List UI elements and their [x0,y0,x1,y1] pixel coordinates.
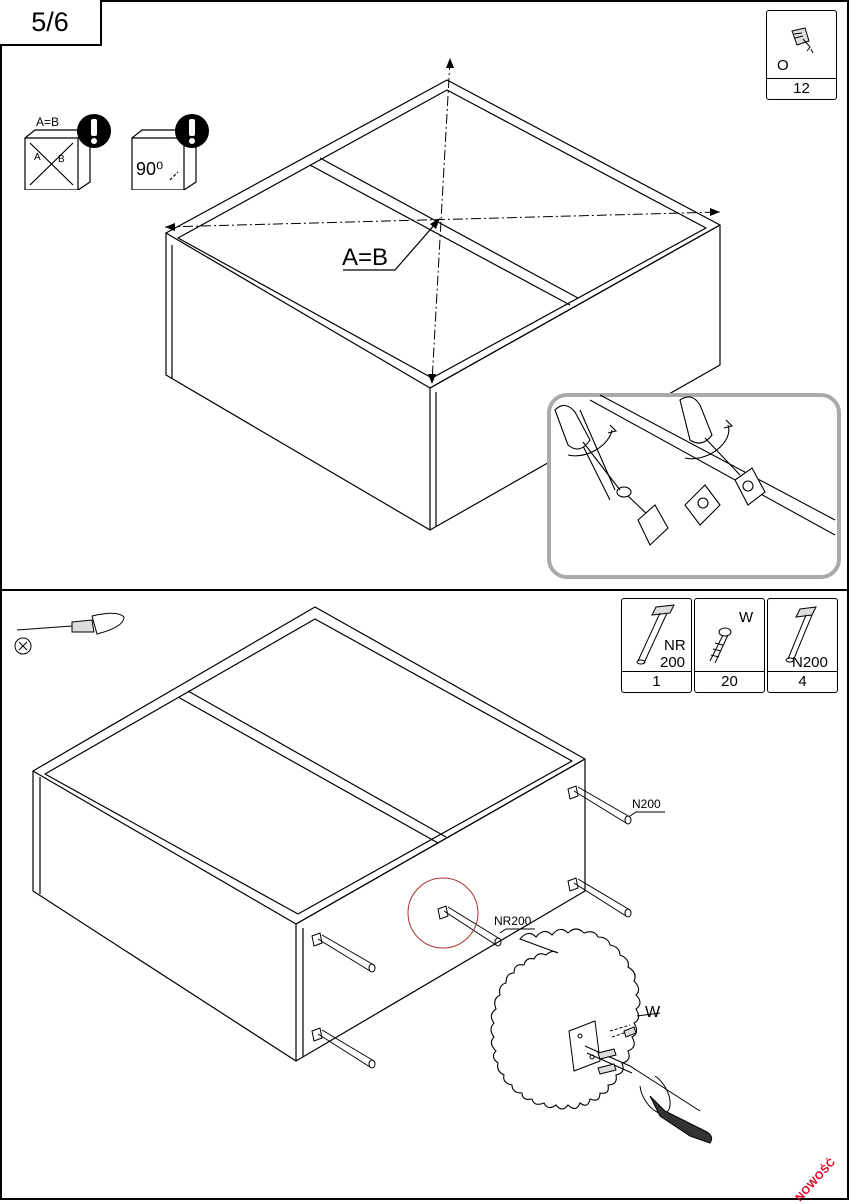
part-code: N200 [792,654,828,671]
part-count: 1 [622,671,691,692]
part-count: 20 [695,671,764,692]
corner-bracket-icon [791,27,814,54]
leg-label-nr200: NR200 [494,914,532,928]
part-code: O [777,57,789,74]
bottom-cabinet-diagram: N200 NR200 W [32,606,713,1144]
screw-icon [709,627,732,664]
warning-right-angle: 90⁰ [131,114,209,190]
diag-a: A [34,152,41,163]
leg-icon [785,606,817,663]
leg-with-plate-icon [636,604,675,665]
part-code-line1: NR [664,637,686,654]
right-angle-label: 90⁰ [136,159,163,179]
diag-b: B [58,154,65,165]
warning-diagonal-check: A=B A B [24,114,111,190]
detail-label-w: W [645,1004,661,1021]
step-indicator: 5/6 [0,0,102,46]
top-cabinet-diagram: A=B [164,58,841,579]
part-box-o: O 12 [766,10,837,100]
part-count: 4 [768,671,837,692]
callout-ab: A=B [342,244,388,271]
step-label: 5/6 [31,6,69,37]
warning-label: A=B [36,115,59,129]
part-box-w: W 20 [694,598,765,693]
part-box-nr200: NR 200 1 [621,598,692,693]
part-box-n200: N200 4 [767,598,838,693]
leg-label-n200: N200 [632,797,661,811]
part-code-line2: 200 [660,654,686,671]
zoom-bubble [490,928,641,1110]
part-code: W [739,609,754,626]
part-count: 12 [767,78,836,99]
phillips-screwdriver-icon [14,612,125,655]
section-divider [0,589,849,591]
